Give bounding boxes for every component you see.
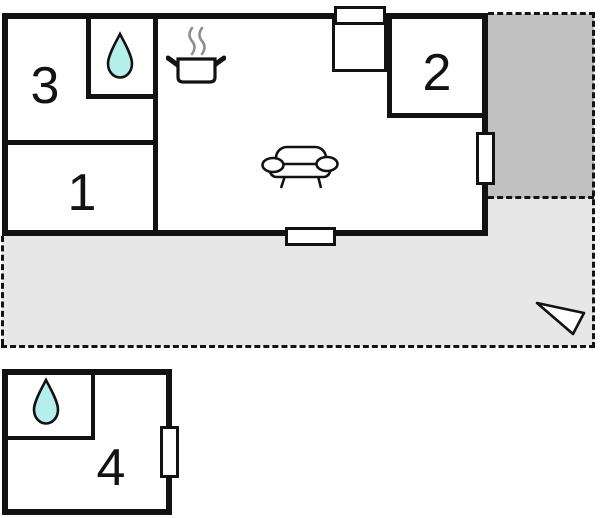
room-4-label: 4 xyxy=(96,439,126,497)
annex-outline xyxy=(2,369,172,515)
window-top xyxy=(334,6,386,25)
wall-annex-bathroom-bottom xyxy=(2,436,95,440)
wall-left-section xyxy=(153,13,158,236)
water-drop-icon xyxy=(104,31,136,81)
terrace-top-dashed-line xyxy=(488,12,595,15)
room-1-label: 1 xyxy=(67,164,97,222)
room-3-label: 3 xyxy=(30,57,60,115)
main-house-outline xyxy=(2,13,488,236)
wall-bathroom-left xyxy=(86,13,91,99)
terrace-area xyxy=(488,14,594,198)
sofa-icon xyxy=(260,144,340,190)
plot-left-dashed-line xyxy=(1,236,4,345)
terrace-bottom-dashed-line xyxy=(488,196,594,199)
wall-room1-room3 xyxy=(2,140,153,145)
north-arrow-icon xyxy=(532,298,590,340)
cooking-pot-icon xyxy=(165,22,227,86)
wall-room2-left xyxy=(387,13,392,118)
wall-room2-bottom xyxy=(387,113,488,118)
wall-bathroom-bottom xyxy=(86,94,158,99)
window-annex-right xyxy=(160,426,179,478)
plot-bottom-dashed-line xyxy=(1,345,595,348)
plot-right-dashed-line xyxy=(592,12,595,348)
window-bottom xyxy=(285,227,336,246)
plot-area xyxy=(2,236,594,346)
plot-area-right-strip xyxy=(488,198,594,236)
water-drop-icon-annex xyxy=(30,377,62,427)
room-2-label: 2 xyxy=(422,44,452,102)
window-right xyxy=(476,132,495,185)
wall-annex-bathroom-right xyxy=(91,369,95,440)
